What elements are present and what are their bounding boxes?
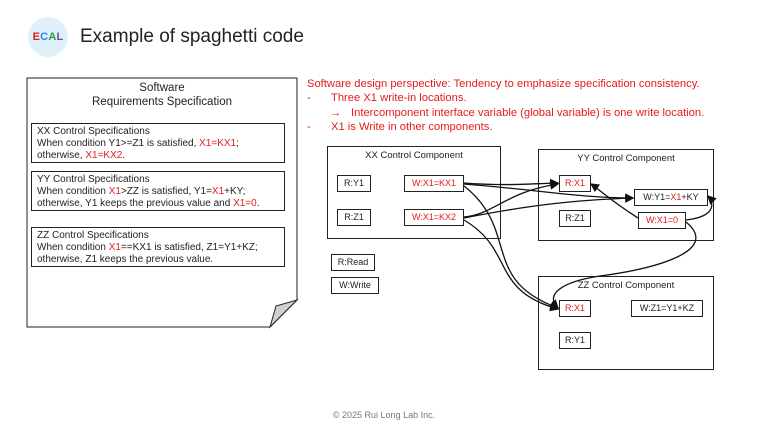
wire-zero-to-yy-read <box>589 183 639 219</box>
xx-spec-line-1: When condition Y1>=Z1 is satisfied, X1=K… <box>37 138 239 150</box>
legend-write: W:Write <box>331 277 379 294</box>
page-title: Example of spaghetti code <box>80 26 304 47</box>
yy-spec-line-1: When condition X1>ZZ is satisfied, Y1=X1… <box>37 186 246 198</box>
ecal-logo: ECAL <box>28 17 68 57</box>
wire-kx2-to-yy-read <box>463 180 560 218</box>
perspective-line-1: Software design perspective: Tendency to… <box>307 78 700 90</box>
wire-zero-to-yy-write <box>685 195 717 221</box>
folded-corner <box>268 298 299 329</box>
xx-read-z1: R:Z1 <box>337 209 371 226</box>
zz-spec-box: ZZ Control Specifications When condition… <box>31 227 285 267</box>
design-perspective: Software design perspective: Tendency to… <box>307 77 704 135</box>
xx-read-y1: R:Y1 <box>337 175 371 192</box>
logo-letters: ECAL <box>33 31 64 43</box>
xx-component-title: XX Control Component <box>365 150 463 161</box>
right-arrow-icon: → <box>329 106 341 119</box>
zz-control-component: ZZ Control Component <box>538 276 714 370</box>
zz-read-y1: R:Y1 <box>559 332 591 349</box>
perspective-line-4: - X1 is Write in other components. <box>307 120 704 134</box>
zz-spec-line-2: otherwise, Z1 keeps the previous value. <box>37 254 214 266</box>
copyright-footer: © 2025 Rui Long Lab Inc. <box>332 410 436 420</box>
yy-component-title: YY Control Component <box>577 153 675 164</box>
perspective-line-2: - Three X1 write-in locations. <box>307 91 704 105</box>
wire-kx1-to-yy-read <box>463 178 560 188</box>
perspective-line-4-text: X1 is Write in other components. <box>331 121 493 134</box>
xx-spec-heading: XX Control Specifications <box>37 126 150 137</box>
wire-kx2-to-yy-write <box>463 193 635 219</box>
wire-zero-to-zz-read <box>549 221 697 309</box>
logo-letter: A <box>48 31 57 43</box>
zz-write-z1: W:Z1=Y1+KZ <box>631 300 703 317</box>
yy-read-z1: R:Z1 <box>559 210 591 227</box>
dash-marker: - <box>307 92 311 105</box>
yy-spec-box: YY Control Specifications When condition… <box>31 171 285 211</box>
wire-kx1-to-yy-write <box>463 183 635 203</box>
wire-kx1-to-zz-read <box>463 185 560 310</box>
logo-letter: E <box>32 31 41 43</box>
legend-read: R:Read <box>331 254 375 271</box>
zz-component-title: ZZ Control Component <box>577 280 675 291</box>
dash-marker: - <box>307 121 311 134</box>
xx-write-x1-kx1: W:X1=KX1 <box>404 175 464 192</box>
xx-spec-line-2: otherwise, X1=KX2. <box>37 150 126 162</box>
perspective-line-3: → Intercomponent interface variable (glob… <box>307 106 704 120</box>
logo-letter: L <box>56 31 64 43</box>
document-title: Software Requirements Specification <box>27 82 297 109</box>
xx-spec-box: XX Control Specifications When condition… <box>31 123 285 163</box>
zz-read-x1: R:X1 <box>559 300 591 317</box>
yy-spec-heading: YY Control Specifications <box>37 174 150 185</box>
perspective-line-2-text: Three X1 write-in locations. <box>331 92 467 105</box>
yy-write-y1: W:Y1=X1+KY <box>634 189 708 206</box>
document-title-line-2: Requirements Specification <box>92 95 232 108</box>
wire-kx2-to-zz-read <box>463 219 560 312</box>
logo-letter: C <box>40 31 49 43</box>
yy-spec-line-2: otherwise, Y1 keeps the previous value a… <box>37 198 260 210</box>
xx-write-x1-kx2: W:X1=KX2 <box>404 209 464 226</box>
document-title-line-1: Software <box>139 82 185 94</box>
yy-write-x1-zero: W:X1=0 <box>638 212 686 229</box>
zz-spec-heading: ZZ Control Specifications <box>37 230 149 241</box>
perspective-line-3-text: Intercomponent interface variable (globa… <box>351 106 705 119</box>
zz-spec-line-1: When condition X1==KX1 is satisfied, Z1=… <box>37 242 258 254</box>
